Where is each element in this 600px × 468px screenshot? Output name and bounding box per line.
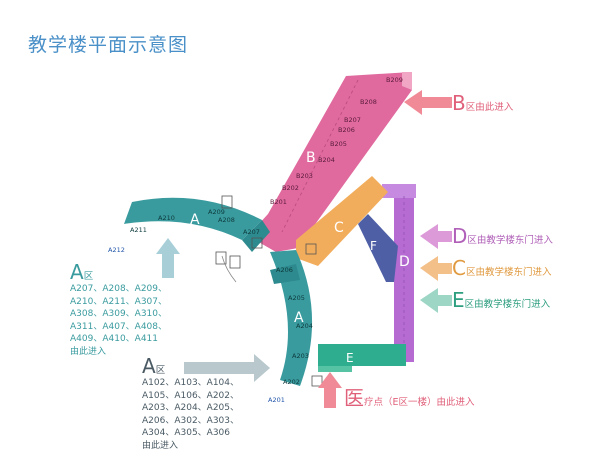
group-line: A304、A305、A306 [142, 428, 231, 438]
caption-letter: D [452, 224, 468, 248]
caption-text: 区由教学楼东门进入 [467, 235, 553, 246]
zone-c-label: C [334, 220, 344, 236]
zone-d-block [382, 184, 416, 362]
group-line: A409、A410、A411 [70, 334, 159, 344]
group-suffix: 区 [155, 365, 166, 376]
group-line: A207、A208、A209、 [70, 284, 168, 294]
zone-e-block [318, 344, 406, 372]
room-label: B204 [318, 156, 335, 164]
room-label: B202 [282, 184, 299, 192]
arrow-clinic [318, 372, 342, 408]
zone-a-lower-label: A [294, 310, 304, 326]
arrow-e-entrance [420, 288, 452, 313]
room-label: A207 [243, 228, 260, 236]
room-label-a201: A201 [268, 396, 285, 404]
group-line: A105、A106、A202、 [142, 390, 240, 401]
group-line: A210、A211、A307、 [70, 296, 168, 307]
room-label: B207 [344, 116, 361, 124]
caption-text: 区由教学楼东门进入 [465, 267, 552, 278]
room-label: A202 [283, 378, 300, 386]
arrow-d-entrance [420, 224, 452, 249]
arrow-a-upper [156, 238, 180, 278]
room-label: A209 [208, 208, 225, 216]
room-group-upper: A区 A207、A208、A209、 A210、A211、A307、 A308、… [70, 262, 167, 358]
caption-letter: E [452, 288, 465, 312]
room-group-lower: A区 A102、A103、A104、 A105、A106、A202、 A203、… [142, 356, 239, 452]
zone-c-block [296, 176, 388, 266]
caption-letter: C [452, 256, 466, 280]
group-line: 由此进入 [142, 440, 179, 451]
arrow-c-entrance [420, 256, 452, 281]
zone-d-label: D [399, 254, 410, 270]
group-line: A102、A103、A104、 [142, 378, 240, 388]
caption-letter: B [452, 91, 466, 115]
zone-b-label: B [306, 150, 316, 166]
group-letter: A [142, 354, 156, 378]
room-label: A205 [288, 294, 305, 302]
group-suffix: 区 [83, 271, 94, 282]
group-line: A203、A204、A205、 [142, 403, 240, 413]
page-title: 教学楼平面示意图 [28, 34, 189, 56]
room-label: B206 [338, 126, 355, 134]
room-label: B209 [386, 76, 403, 84]
group-line: A311、A407、A408、 [70, 321, 168, 332]
group-line: A206、A302、A303、 [142, 415, 240, 426]
caption-clinic-entrance: 医疗点（E区一楼）由此进入 [344, 388, 475, 409]
room-label: B205 [330, 140, 347, 148]
zone-a-lower-block [270, 250, 313, 386]
caption-text: 区由教学楼东门进入 [464, 299, 551, 310]
zone-b-block [248, 72, 412, 252]
room-label: B201 [270, 198, 287, 206]
group-line: A308、A309、A310、 [70, 309, 168, 319]
room-label: A210 [158, 214, 175, 222]
caption-text: 疗点（E区一楼）由此进入 [364, 397, 475, 408]
group-letter: A [70, 260, 84, 284]
arrow-b-entrance [404, 90, 452, 115]
room-label: A203 [292, 352, 309, 360]
room-label: A206 [276, 266, 293, 274]
plan-outlines [215, 195, 323, 387]
caption-c-entrance: C区由教学楼东门进入 [452, 258, 551, 279]
caption-d-entrance: D区由教学楼东门进入 [452, 226, 553, 247]
zone-e-label: E [346, 351, 354, 365]
caption-b-entrance: B区由此进入 [452, 93, 513, 114]
room-label-a212: A212 [108, 246, 125, 254]
caption-letter: 医 [344, 386, 364, 410]
caption-e-entrance: E区由教学楼东门进入 [452, 290, 550, 311]
room-label: B203 [296, 172, 313, 180]
zone-f-block [358, 214, 398, 282]
caption-text: 区由此进入 [465, 102, 514, 113]
room-label: A211 [130, 226, 147, 234]
zone-a-upper-label: A [190, 212, 200, 228]
room-label: B208 [360, 98, 377, 106]
zone-f-label: F [370, 239, 377, 253]
room-label: A208 [218, 216, 235, 224]
room-label: A204 [296, 322, 313, 330]
arrow-a-lower [184, 354, 270, 382]
group-line: 由此进入 [70, 346, 107, 357]
